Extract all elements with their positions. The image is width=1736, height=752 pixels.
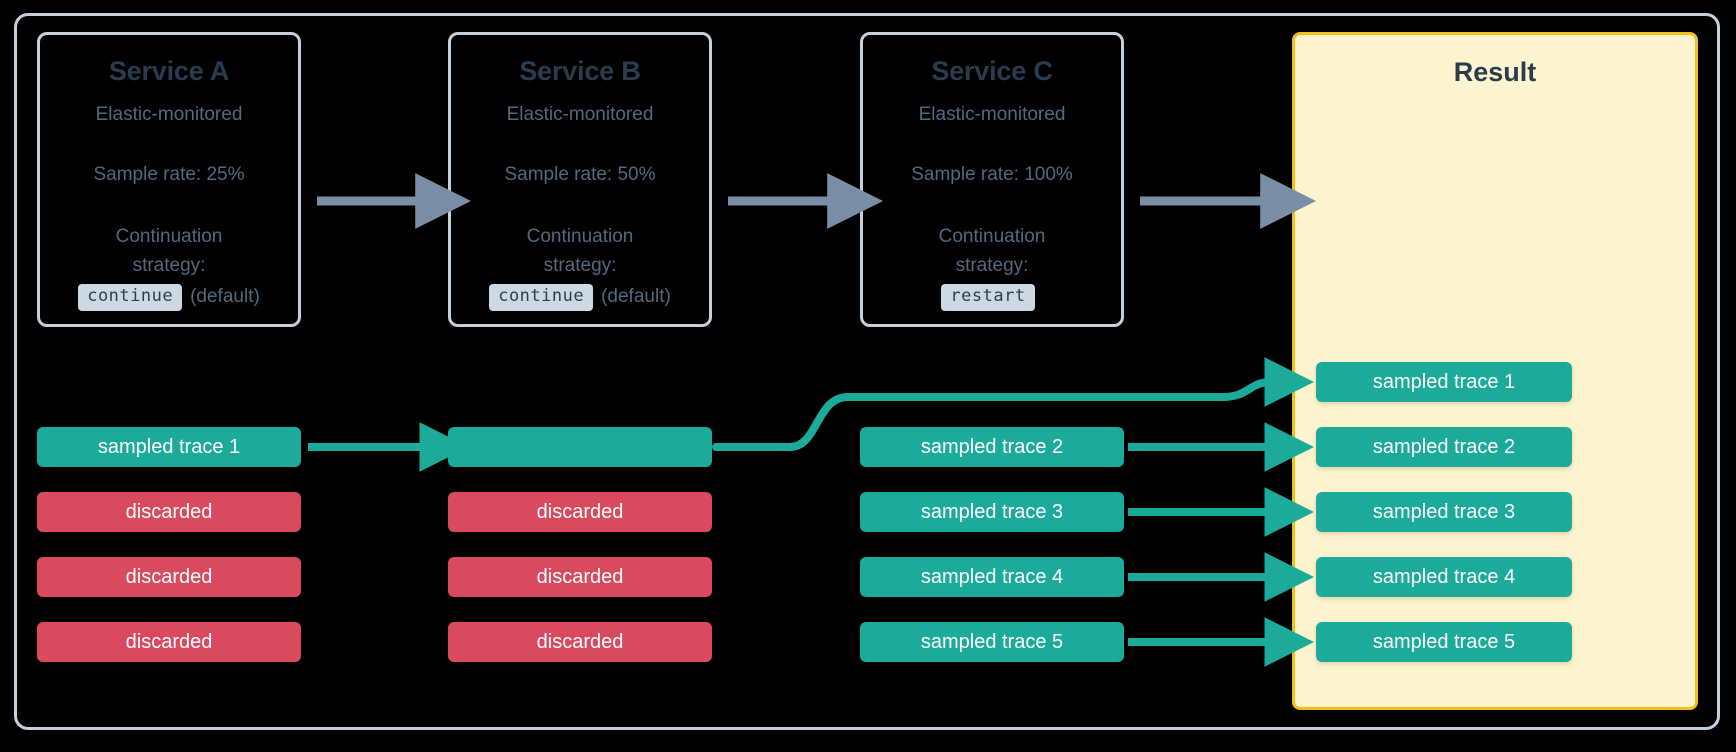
diagram-outer-frame — [14, 13, 1720, 730]
trace-pill-c-3: sampled trace 4 — [860, 557, 1124, 597]
service-b-title: Service B — [519, 56, 641, 86]
trace-pill-a-2: discarded — [37, 492, 301, 532]
service-c-sample-rate: Sample rate: 100% — [911, 164, 1073, 186]
service-c-strategy-code-chip: restart — [941, 283, 1035, 311]
service-b-strategy-label-line1: Continuation — [526, 226, 634, 248]
result-trace-pill-2: sampled trace 2 — [1316, 427, 1572, 467]
service-b-subtitle: Elastic-monitored — [506, 103, 654, 125]
service-a-strategy-label-line1: Continuation — [115, 226, 223, 248]
service-box-c: Service C Elastic-monitored Sample rate:… — [860, 32, 1124, 327]
service-c-strategy-label-line1: Continuation — [938, 226, 1046, 248]
result-trace-pill-3: sampled trace 3 — [1316, 492, 1572, 532]
service-box-b: Service B Elastic-monitored Sample rate:… — [448, 32, 712, 327]
trace-pill-c-2: sampled trace 3 — [860, 492, 1124, 532]
trace-pill-b-1 — [448, 427, 712, 467]
trace-pill-a-4: discarded — [37, 622, 301, 662]
service-c-strategy-value-row: restart — [863, 283, 1121, 311]
service-a-title: Service A — [108, 56, 230, 86]
result-trace-pill-4: sampled trace 4 — [1316, 557, 1572, 597]
trace-pill-b-4: discarded — [448, 622, 712, 662]
result-trace-pill-5: sampled trace 5 — [1316, 622, 1572, 662]
service-c-subtitle: Elastic-monitored — [918, 103, 1066, 125]
service-c-strategy-label-line2: strategy: — [955, 255, 1029, 277]
service-a-strategy-label: Continuation strategy: — [40, 223, 298, 281]
service-c-strategy-label: Continuation strategy: — [863, 223, 1121, 281]
service-a-strategy-value-row: continue (default) — [40, 283, 298, 311]
service-a-subtitle: Elastic-monitored — [95, 103, 243, 125]
service-a-sample-rate: Sample rate: 25% — [93, 164, 245, 186]
service-b-strategy-label: Continuation strategy: — [451, 223, 709, 281]
service-c-title: Service C — [931, 56, 1053, 86]
service-b-strategy-default-note: (default) — [601, 286, 671, 308]
trace-pill-a-3: discarded — [37, 557, 301, 597]
trace-pill-a-1: sampled trace 1 — [37, 427, 301, 467]
trace-pill-b-3: discarded — [448, 557, 712, 597]
trace-pill-c-1: sampled trace 2 — [860, 427, 1124, 467]
service-box-a: Service A Elastic-monitored Sample rate:… — [37, 32, 301, 327]
service-a-strategy-label-line2: strategy: — [132, 255, 206, 277]
result-title: Result — [1453, 57, 1537, 87]
trace-pill-b-2: discarded — [448, 492, 712, 532]
trace-pill-c-4: sampled trace 5 — [860, 622, 1124, 662]
service-a-strategy-default-note: (default) — [190, 286, 260, 308]
service-b-strategy-value-row: continue (default) — [451, 283, 709, 311]
service-b-strategy-label-line2: strategy: — [543, 255, 617, 277]
service-b-strategy-code-chip: continue — [489, 283, 594, 311]
service-b-sample-rate: Sample rate: 50% — [504, 164, 656, 186]
result-trace-pill-1: sampled trace 1 — [1316, 362, 1572, 402]
service-a-strategy-code-chip: continue — [78, 283, 183, 311]
